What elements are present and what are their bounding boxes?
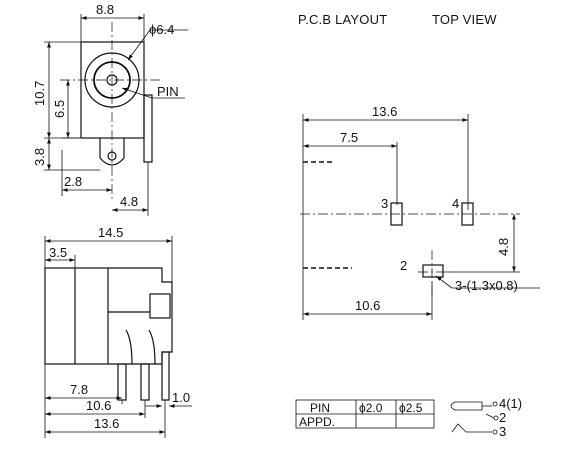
side-contact-block bbox=[149, 293, 171, 319]
side-pin-c bbox=[161, 351, 170, 401]
pcb-dim-vertical: 4.8 bbox=[496, 238, 511, 256]
pcb-dim-to-pin3: 7.5 bbox=[340, 130, 358, 145]
schematic-pin-bot: 3 bbox=[499, 424, 506, 439]
pcb-layout-view: P.C.B LAYOUT TOP VIEW 13.6 7.5 10.6 3 4 … bbox=[298, 12, 540, 320]
dim-inner-height: 6.5 bbox=[52, 100, 67, 118]
heading-pcb-layout: P.C.B LAYOUT bbox=[298, 12, 387, 27]
dim-width: 8.8 bbox=[96, 2, 114, 17]
side-body bbox=[44, 267, 109, 365]
pcb-dim-to-pin2: 10.6 bbox=[355, 298, 380, 313]
plug-icon bbox=[450, 401, 483, 411]
pcb-dim-overall: 13.6 bbox=[372, 104, 397, 119]
front-view: 8.8 ϕ6.4 PIN 10.7 6.5 3.8 2.8 4.8 bbox=[32, 2, 188, 216]
pcb-pad-2 bbox=[422, 264, 444, 278]
dim-length: 14.5 bbox=[98, 225, 123, 240]
pcb-pad-3 bbox=[390, 202, 403, 226]
front-side-pin bbox=[143, 94, 153, 163]
pcb-pin4-label: 4 bbox=[452, 196, 459, 211]
heading-top-view: TOP VIEW bbox=[432, 12, 497, 27]
pcb-hole-spec: 3-(1.3x0.8) bbox=[455, 278, 518, 293]
front-bottom-tab bbox=[99, 138, 125, 166]
dim-flange: 3.5 bbox=[49, 245, 67, 260]
table-cell-phi20: ϕ2.0 bbox=[359, 401, 383, 415]
dim-diameter: ϕ6.4 bbox=[149, 22, 174, 37]
schematic-symbol: 4(1) 2 3 bbox=[450, 396, 522, 439]
dim-pin-b: 10.6 bbox=[86, 398, 111, 413]
schematic-pin-top: 4(1) bbox=[499, 396, 522, 411]
table-cell-pin: PIN bbox=[310, 401, 330, 415]
pcb-pin3-label: 3 bbox=[381, 196, 388, 211]
table-cell-appd: APPD. bbox=[299, 415, 335, 429]
pin-label: PIN bbox=[157, 84, 179, 99]
side-pin-b bbox=[140, 363, 150, 401]
table-cell-phi25: ϕ2.5 bbox=[399, 401, 423, 415]
schematic-pin-mid: 2 bbox=[499, 410, 506, 425]
side-pin-a bbox=[117, 363, 127, 401]
dim-lower-height: 3.8 bbox=[32, 148, 47, 166]
dim-pin-a: 7.8 bbox=[70, 382, 88, 397]
pcb-pin2-label: 2 bbox=[400, 258, 407, 273]
side-rear-housing bbox=[108, 267, 173, 365]
dim-pin-thickness: 1.0 bbox=[172, 390, 190, 405]
dim-height: 10.7 bbox=[32, 81, 47, 106]
dim-pin-offset: 2.8 bbox=[64, 174, 82, 189]
dim-pin-spacing: 4.8 bbox=[120, 194, 138, 209]
dim-total: 13.6 bbox=[94, 416, 119, 431]
front-body-outline bbox=[80, 41, 145, 139]
pin-table: PIN ϕ2.0 ϕ2.5 APPD. bbox=[295, 399, 435, 429]
front-tab-hole bbox=[107, 151, 117, 161]
side-view: 14.5 3.5 1.0 7.8 10.6 13.6 bbox=[44, 225, 192, 438]
pcb-pad-4 bbox=[461, 202, 474, 226]
